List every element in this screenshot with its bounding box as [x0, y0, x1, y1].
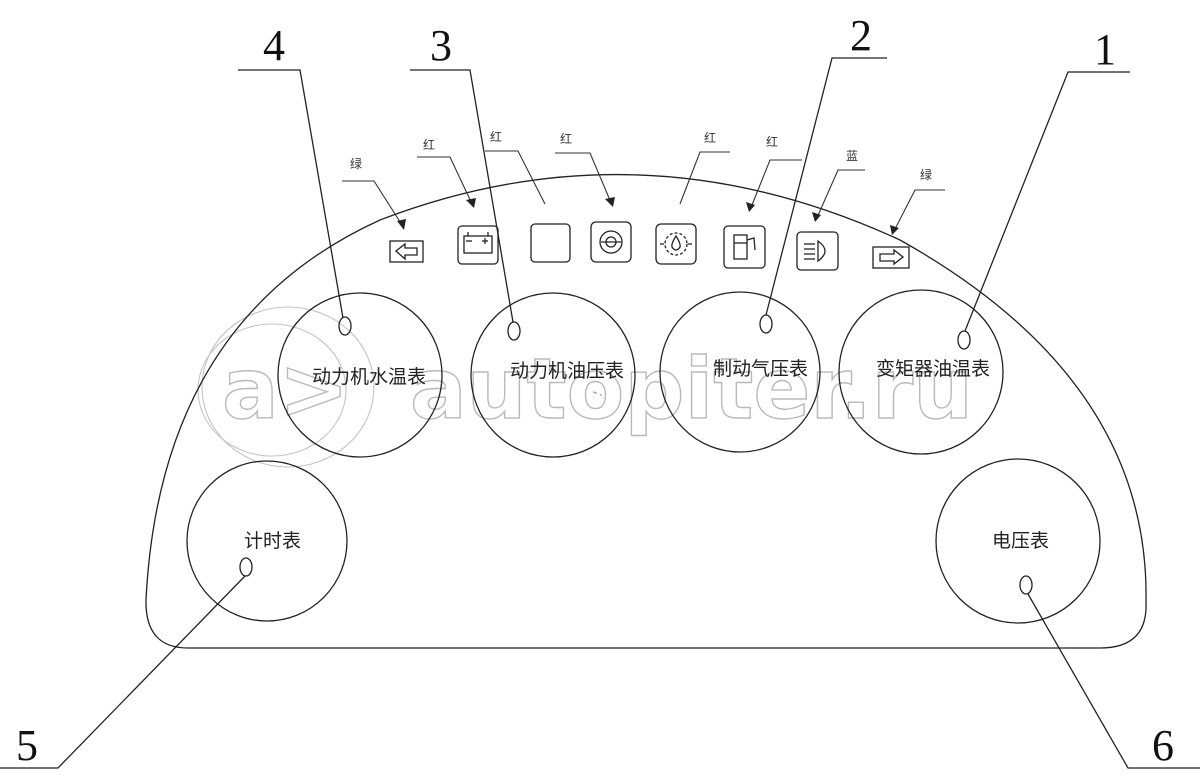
- voltmeter-label: 电压表: [992, 530, 1049, 552]
- color-label-blank: 红: [490, 129, 502, 144]
- callout-5: 5: [16, 721, 38, 770]
- oil-gauge-scale-mark: ~ -: [591, 388, 604, 399]
- callout-4: 4: [263, 21, 285, 70]
- oil-pressure-icon: [655, 223, 697, 265]
- callout-1: 1: [1094, 25, 1116, 74]
- brake-air-gauge: [659, 291, 821, 453]
- callout-6: 6: [1152, 721, 1174, 770]
- mount-hole-3: [507, 321, 521, 341]
- color-label-high-beam: 蓝: [846, 149, 858, 163]
- oil-pressure-label: 动力机油压表: [510, 360, 624, 382]
- left-turn-arrow-icon: [389, 240, 424, 263]
- color-label-oil-pressure: 红: [704, 130, 716, 145]
- high-beam-icon: [796, 231, 839, 271]
- color-label-right-turn: 绿: [920, 167, 932, 182]
- mount-hole-4: [338, 316, 352, 336]
- converter-oil-temp-label: 变矩器油温表: [876, 358, 990, 380]
- blank-indicator-icon: [530, 223, 571, 263]
- mount-hole-6: [1019, 575, 1033, 595]
- color-label-fuel: 红: [766, 134, 778, 149]
- callout-leaders: [0, 57, 1200, 769]
- watermark-text: autopiter.ru: [410, 340, 973, 438]
- callout-2: 2: [850, 11, 872, 60]
- timer-label: 计时表: [244, 530, 301, 552]
- color-label-parking-brake: 红: [560, 131, 572, 146]
- mount-hole-2: [759, 314, 773, 334]
- water-temp-label: 动力机水温表: [312, 366, 426, 388]
- color-leaders: [342, 150, 945, 234]
- timer-gauge: [186, 460, 348, 622]
- battery-icon: [457, 225, 499, 265]
- mount-hole-5: [239, 557, 253, 577]
- oil-pressure-gauge: [470, 292, 636, 458]
- right-turn-arrow-icon: [872, 246, 910, 269]
- water-temp-gauge: [277, 292, 443, 458]
- watermark-logo: a>: [222, 340, 349, 438]
- parking-brake-icon: [590, 221, 632, 263]
- color-label-left-turn: 绿: [350, 156, 362, 171]
- watermark: a> autopiter.ru: [197, 306, 974, 468]
- callout-3: 3: [430, 21, 452, 70]
- converter-oil-temp-gauge: [838, 289, 1004, 455]
- fuel-pump-icon: [723, 225, 766, 269]
- mount-hole-1: [957, 330, 971, 350]
- dashboard-outline: [145, 173, 1147, 649]
- color-label-battery: 红: [423, 137, 435, 152]
- color-leader-arrowheads: [397, 197, 899, 235]
- brake-air-label: 制动气压表: [713, 358, 808, 380]
- voltmeter-gauge: [935, 458, 1101, 624]
